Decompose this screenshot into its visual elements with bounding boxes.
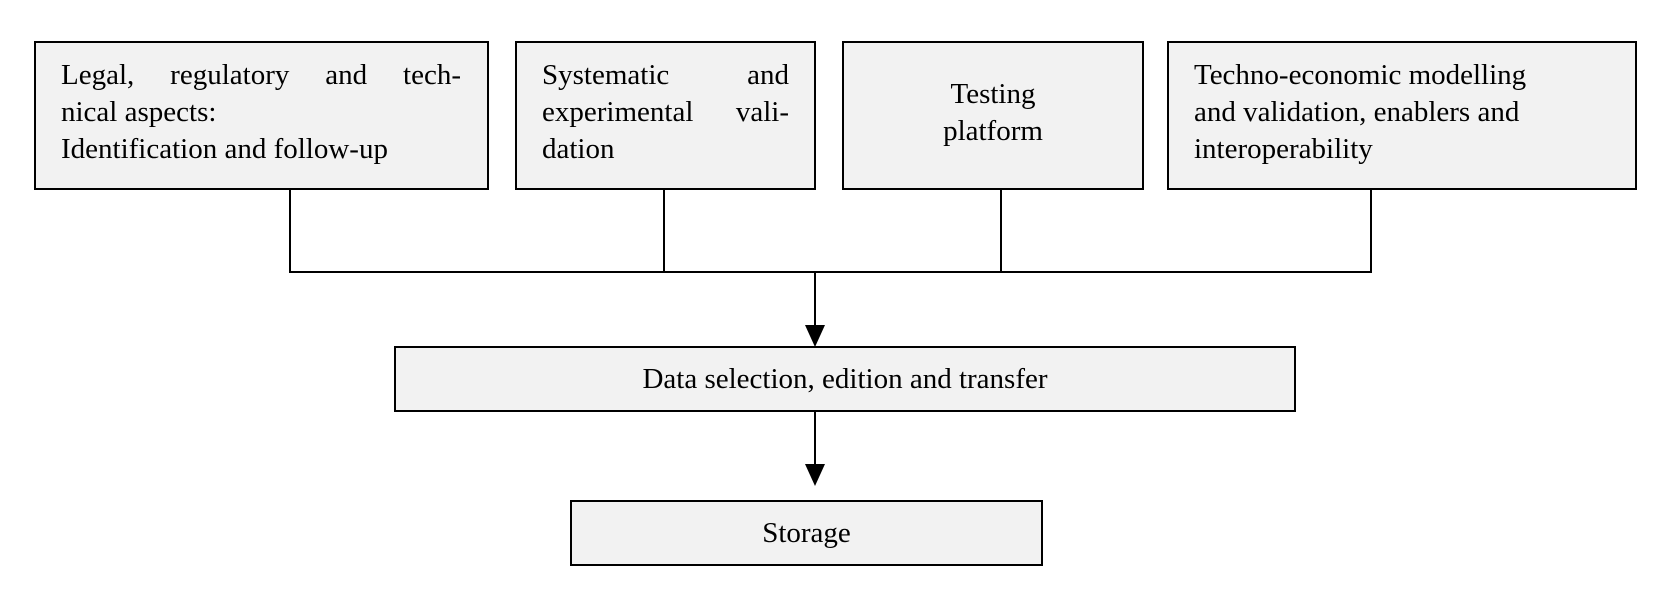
legal-box: Legal, regulatory and tech- nical aspect… [34,41,489,190]
techno-box-line-3: interoperability [1194,133,1373,165]
testing-box-line-1: Testing [950,78,1036,110]
techno-box-line-2: and validation, enablers and [1194,96,1520,128]
techno-box: Techno-economic modelling and validation… [1167,41,1637,190]
testing-box: Testing platform [842,41,1144,190]
systematic-box: Systematic and experimental vali- dation [515,41,816,190]
data-selection-box: Data selection, edition and transfer [394,346,1296,412]
arrowhead-to-data [805,325,825,347]
storage-box: Storage [570,500,1043,566]
data-selection-label: Data selection, edition and transfer [642,362,1048,395]
legal-box-line-1: Legal, regulatory and tech- [61,59,461,91]
legal-box-line-2: nical aspects: [61,96,217,128]
storage-label: Storage [762,516,851,549]
arrowhead-to-storage [805,464,825,486]
systematic-box-line-3: dation [542,133,615,165]
legal-box-line-3: Identification and follow-up [61,133,388,165]
systematic-box-line-2: experimental vali- [542,96,789,128]
techno-box-line-1: Techno-economic modelling [1194,59,1527,91]
testing-box-line-2: platform [943,115,1043,147]
systematic-box-line-1: Systematic and [542,59,789,91]
